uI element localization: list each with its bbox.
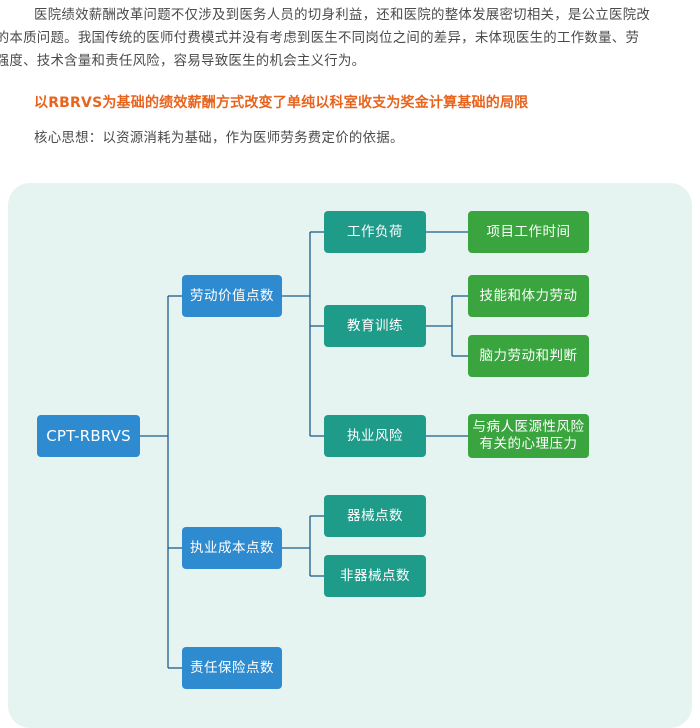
intro-paragraph: 医院绩效薪酬改革问题不仅涉及到医务人员的切身利益，还和医院的整体发展密切相关，是… bbox=[0, 4, 692, 73]
intro-line-2: 革的本质问题。我国传统的医师付费模式并没有考虑到医生不同岗位之间的差异，未体现医… bbox=[0, 31, 640, 46]
node-mental-labor-judgment: 脑力劳动和判断 bbox=[468, 335, 589, 377]
node-workload: 工作负荷 bbox=[324, 211, 426, 253]
core-idea: 核心思想：以资源消耗为基础，作为医师劳务费定价的依据。 bbox=[34, 131, 404, 146]
node-psychological-pressure: 与病人医源性风险 有关的心理压力 bbox=[468, 414, 589, 458]
intro-line-3: 动强度、技术含量和责任风险，容易导致医生的机会主义行为。 bbox=[0, 54, 366, 69]
node-liability-insurance-points: 责任保险点数 bbox=[182, 647, 282, 689]
node-practice-risk: 执业风险 bbox=[324, 415, 426, 457]
node-practice-cost-points: 执业成本点数 bbox=[182, 527, 282, 569]
node-device-points: 器械点数 bbox=[324, 495, 426, 537]
node-cpt-rbrvs: CPT-RBRVS bbox=[37, 415, 140, 457]
node-labor-value-points: 劳动价值点数 bbox=[182, 275, 282, 317]
highlight-statement: 以RBRVS为基础的绩效薪酬方式改变了单纯以科室收支为奖金计算基础的局限 bbox=[34, 95, 529, 111]
psych-pressure-line-1: 与病人医源性风险 bbox=[472, 419, 585, 435]
node-skill-physical-labor: 技能和体力劳动 bbox=[468, 275, 589, 317]
intro-line-1: 医院绩效薪酬改革问题不仅涉及到医务人员的切身利益，还和医院的整体发展密切相关，是… bbox=[34, 8, 651, 23]
node-project-work-time: 项目工作时间 bbox=[468, 211, 589, 253]
node-non-device-points: 非器械点数 bbox=[324, 555, 426, 597]
node-education-training: 教育训练 bbox=[324, 305, 426, 347]
psych-pressure-line-2: 有关的心理压力 bbox=[479, 436, 578, 452]
